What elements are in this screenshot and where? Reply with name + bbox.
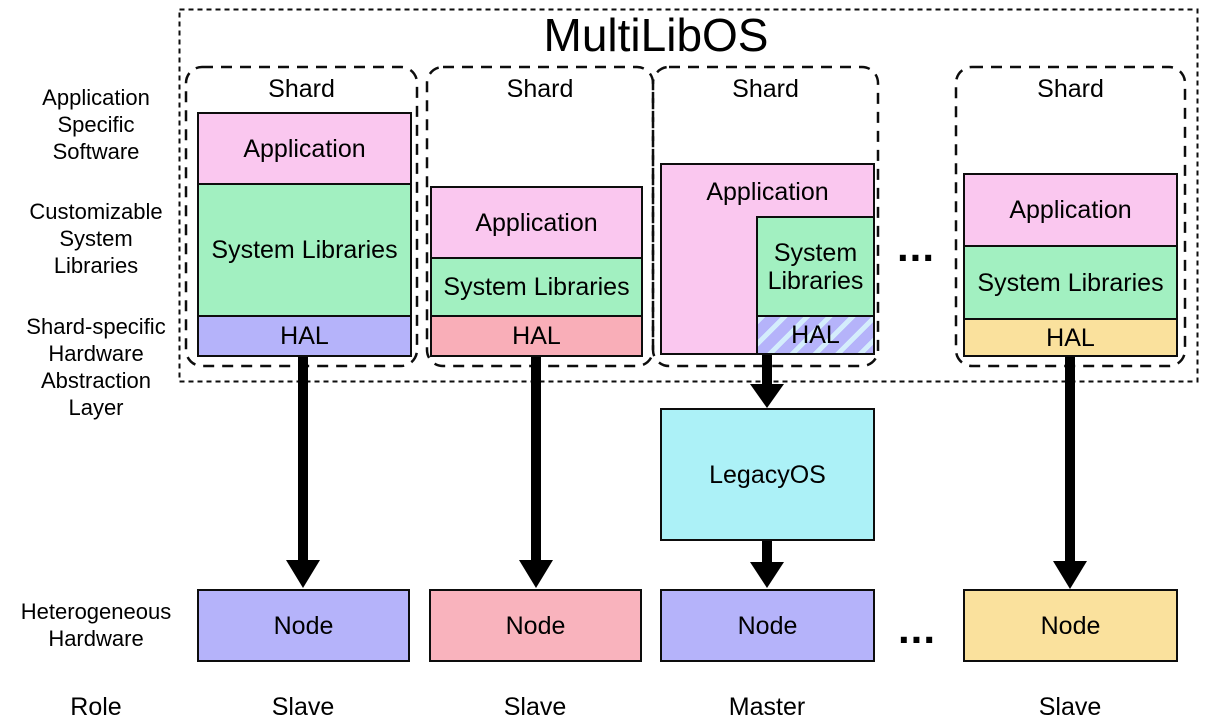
shard3-label: Shard <box>732 75 799 103</box>
node3-role: Master <box>728 693 806 721</box>
shard2-hal-box: HAL <box>430 315 643 357</box>
node1-box: Node <box>197 589 410 662</box>
node2-role: Slave <box>503 693 567 721</box>
row-label-role: Role <box>70 693 122 721</box>
arrow-shard2-to-node2 <box>531 357 541 562</box>
arrowhead-legacyos-to-node3 <box>750 562 784 588</box>
arrow-shard1-to-node1 <box>298 357 308 562</box>
shard2-label: Shard <box>506 75 574 103</box>
arrow-shard3-to-legacyos <box>762 355 772 386</box>
node4-box: Node <box>963 589 1178 662</box>
multilibos-boundary <box>178 8 1199 383</box>
arrowhead-shard4-to-node4 <box>1053 561 1087 589</box>
shard4-system-libraries-box: System Libraries <box>963 245 1178 320</box>
row-label-heterogeneous-hardware: Heterogeneous Hardware <box>0 598 192 652</box>
shard1-system-libraries-box: System Libraries <box>197 183 412 317</box>
row-label-application-specific-software: Application Specific Software <box>0 84 192 165</box>
legacyos-box: LegacyOS <box>660 408 875 541</box>
shard4-application-box: Application <box>963 173 1178 247</box>
row-label-line: Heterogeneous <box>20 599 172 624</box>
row-label-line: Application <box>42 85 150 110</box>
shard1-label: Shard <box>268 75 335 103</box>
row-label-line: Shard-specific <box>26 314 166 339</box>
node4-role: Slave <box>1038 693 1102 721</box>
row-label-customizable-system-libraries: Customizable System Libraries <box>0 198 192 279</box>
shard2-system-libraries-box: System Libraries <box>430 257 643 317</box>
row-label-line: Hardware <box>48 626 144 651</box>
row-label-line: Customizable <box>29 199 163 224</box>
shard4-label: Shard <box>1037 75 1104 103</box>
diagram-title: MultiLibOS <box>543 9 769 61</box>
row-label-line: Abstraction <box>40 368 152 393</box>
arrowhead-shard3-to-legacyos <box>750 384 784 408</box>
row-label-line: Specific <box>57 112 135 137</box>
shard4-hal-box: HAL <box>963 318 1178 357</box>
shard3-boundary <box>651 65 880 368</box>
node2-box: Node <box>429 589 642 662</box>
shards-ellipsis: ... <box>896 223 935 270</box>
shard2-application-box: Application <box>430 186 643 259</box>
shard3-hal-box: HAL <box>756 315 875 355</box>
shard1-hal-box: HAL <box>197 315 412 357</box>
row-label-line: Hardware <box>48 341 144 366</box>
shard3-system-libraries-box: System Libraries <box>756 216 875 317</box>
arrow-legacyos-to-node3 <box>762 541 772 564</box>
row-label-shard-specific-hal: Shard-specific Hardware Abstraction Laye… <box>0 313 192 421</box>
nodes-ellipsis: ... <box>897 605 936 652</box>
arrowhead-shard2-to-node2 <box>519 560 553 588</box>
row-label-line: Software <box>52 139 140 164</box>
node1-role: Slave <box>271 693 335 721</box>
row-label-line: Libraries <box>53 253 139 278</box>
shard1-application-box: Application <box>197 112 412 185</box>
arrowhead-shard1-to-node1 <box>286 560 320 588</box>
row-label-line: System <box>59 226 133 251</box>
node3-box: Node <box>660 589 875 662</box>
row-label-line: Layer <box>68 395 124 420</box>
arrow-shard4-to-node4 <box>1065 357 1075 563</box>
